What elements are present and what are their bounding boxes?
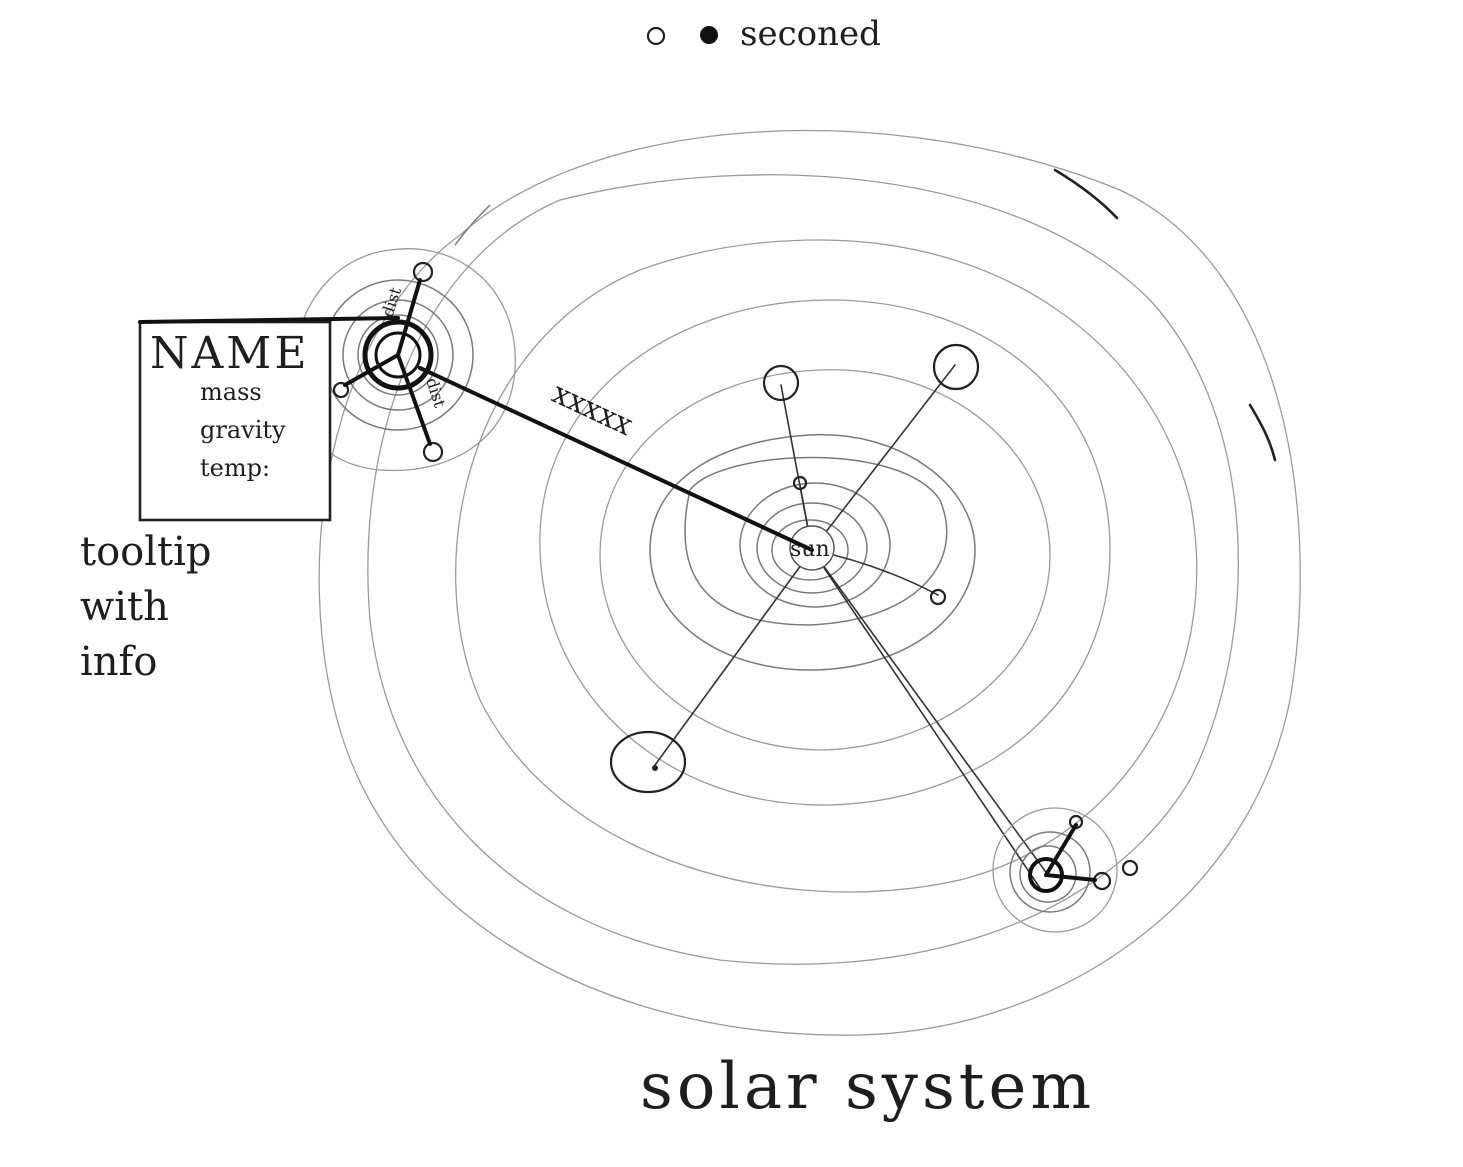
sun-orbits [318,129,1301,1036]
planet[interactable] [932,343,980,391]
planet[interactable] [792,475,808,491]
tooltip-pointer [138,316,400,324]
orbit-3 [599,369,1051,751]
legend-filled-dot-icon [700,26,718,44]
planet-system-lower[interactable] [992,807,1139,933]
moon[interactable] [332,381,350,399]
tooltip-row: gravity [200,416,286,444]
planet-orbit [357,314,439,396]
orbit-4 [539,299,1111,806]
planet-orbit [292,248,516,472]
planet-body-inner [374,331,422,379]
planet-orbit [992,807,1118,933]
selected-planet-system[interactable]: dist dist [292,204,516,472]
orbit-2 [649,434,976,671]
tooltip: NAME mass gravity temp: [138,316,400,522]
annotation-line: with [80,584,169,630]
planet-orbit [1009,831,1091,913]
moon-spoke [343,353,400,387]
planet[interactable] [762,364,800,402]
tooltip-row: mass [200,378,262,406]
orbit-inner-c [771,519,849,581]
spoke [811,549,1049,876]
spoke [811,364,956,551]
spoke [654,549,813,766]
moon-distance-label: dist [378,284,406,319]
spoke [811,549,1041,889]
orbit-arc-mark [1248,403,1277,462]
annotation: tooltip with info [80,529,212,685]
moon-spoke [1044,873,1097,882]
planet[interactable] [609,730,687,794]
tooltip-frame [138,320,332,522]
planet[interactable] [929,588,947,606]
planet-orbit-tail [454,204,491,246]
legend: seconed [646,14,881,54]
diagram-title: solar system [640,1050,1095,1124]
annotation-line: tooltip [80,529,212,575]
orbit-arc-marks [1053,168,1277,462]
orbit-6 [367,174,1239,965]
legend-label: seconed [740,14,881,54]
orbit-outer [318,129,1301,1036]
moon[interactable] [412,261,434,283]
orbit-inner-a [739,482,891,608]
planet-core-dot [652,765,658,771]
planet-body [362,319,434,391]
moon[interactable] [422,441,444,463]
legend-hollow-dot-icon [646,26,666,46]
tooltip-row: temp: [200,454,270,482]
orbit-1 [684,456,948,626]
moon-spoke [1044,823,1078,877]
moon-spoke [396,278,422,357]
orbit-inner-b [756,502,868,594]
distance-line [418,366,814,552]
planet-orbit [342,299,454,411]
orbit-arc-mark [1053,168,1119,220]
distance-connector: xxxxx [418,366,814,552]
moon[interactable] [1121,859,1139,877]
planet-spokes [654,364,1049,889]
annotation-line: info [80,639,157,685]
orbit-5 [455,239,1198,893]
tooltip-name: NAME [150,328,309,379]
moon-spoke [396,353,432,446]
planet-orbit [1019,845,1077,903]
